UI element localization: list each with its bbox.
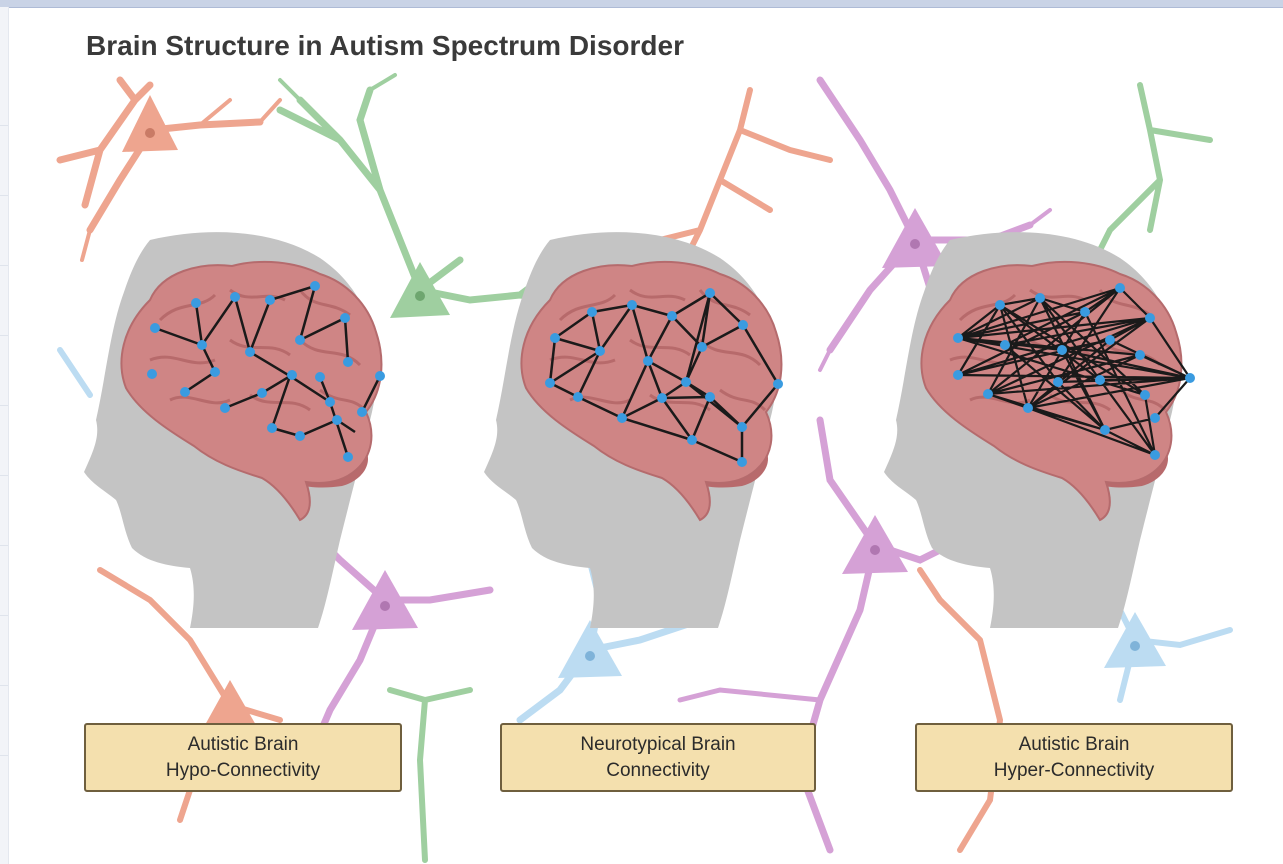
neuron-orange-icon bbox=[60, 80, 280, 260]
label-hypo-line1: Autistic Brain bbox=[188, 732, 299, 758]
label-hyper-line2: Hyper-Connectivity bbox=[994, 758, 1155, 784]
head-panel-typical bbox=[484, 232, 783, 628]
diagram-title: Brain Structure in Autism Spectrum Disor… bbox=[86, 30, 684, 62]
label-typical-line2: Connectivity bbox=[606, 758, 710, 784]
neuron-green-icon-3 bbox=[390, 690, 470, 860]
head-panel-hypo bbox=[84, 232, 385, 628]
label-box-hyper: Autistic Brain Hyper-Connectivity bbox=[915, 723, 1233, 792]
label-box-hypo: Autistic Brain Hypo-Connectivity bbox=[84, 723, 402, 792]
neuron-green-icon-2 bbox=[1090, 85, 1210, 270]
label-hypo-line2: Hypo-Connectivity bbox=[166, 758, 320, 784]
neuron-purple-body-3 bbox=[842, 515, 908, 574]
head-panel-hyper bbox=[884, 232, 1195, 628]
label-typical-line1: Neurotypical Brain bbox=[580, 732, 735, 758]
label-hyper-line1: Autistic Brain bbox=[1019, 732, 1130, 758]
label-box-typical: Neurotypical Brain Connectivity bbox=[500, 723, 816, 792]
